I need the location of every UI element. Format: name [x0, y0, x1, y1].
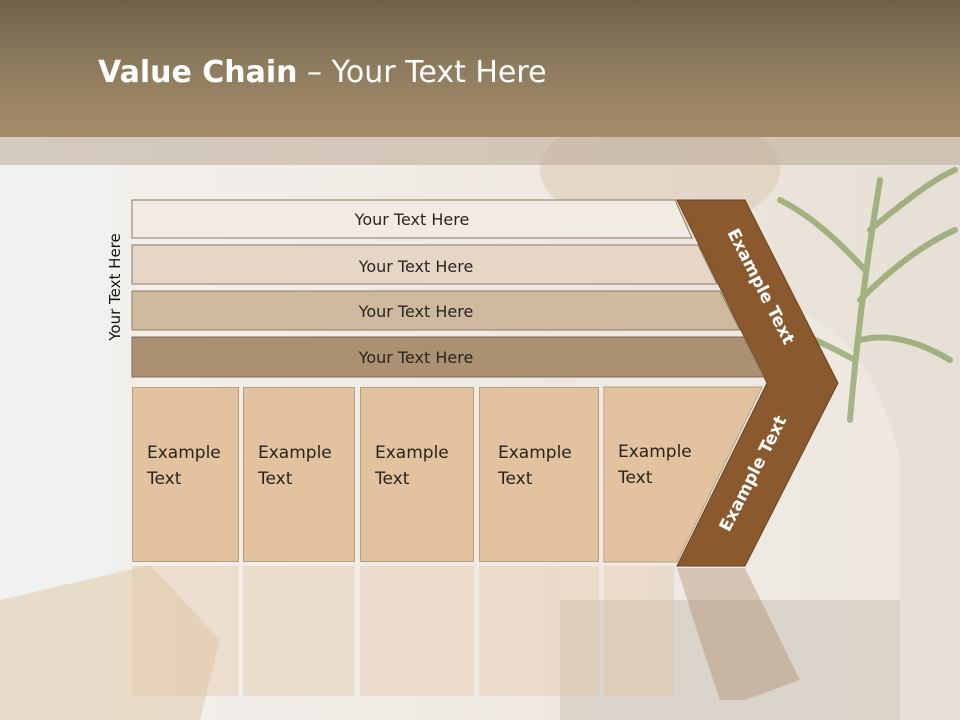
bar-4-shape [131, 336, 765, 378]
bar-3-shape [131, 290, 741, 331]
bar-1-label: Your Text Here [354, 209, 470, 229]
box-5-line1: Example [618, 442, 692, 462]
bar-2-shape [131, 244, 718, 285]
bar-3-label: Your Text Here [358, 301, 474, 321]
header-band [0, 0, 960, 137]
slide-title-rest: – Your Text Here [297, 55, 547, 90]
box-1-line1: Example [147, 443, 221, 463]
box-4-line2: Text [498, 469, 533, 489]
box-1-line2: Text [147, 469, 182, 489]
box-5-line2: Text [618, 468, 653, 488]
box-3-line2: Text [375, 469, 410, 489]
slide-title-bold: Value Chain [98, 55, 298, 90]
bar-1-shape [131, 199, 693, 239]
slide-title: Value Chain – Your Text Here [98, 55, 547, 90]
box-4-line1: Example [498, 443, 572, 463]
box-5-shape [603, 386, 763, 563]
box-2-line2: Text [258, 469, 293, 489]
box-3-line1: Example [375, 443, 449, 463]
box-2-line1: Example [258, 443, 332, 463]
bar-2-label: Your Text Here [358, 256, 474, 276]
chevron-reflection [677, 568, 800, 700]
header-subband [0, 137, 960, 165]
bar-4-label: Your Text Here [358, 347, 474, 367]
chevron-shape [676, 199, 839, 567]
boxes-reflection [132, 566, 752, 696]
